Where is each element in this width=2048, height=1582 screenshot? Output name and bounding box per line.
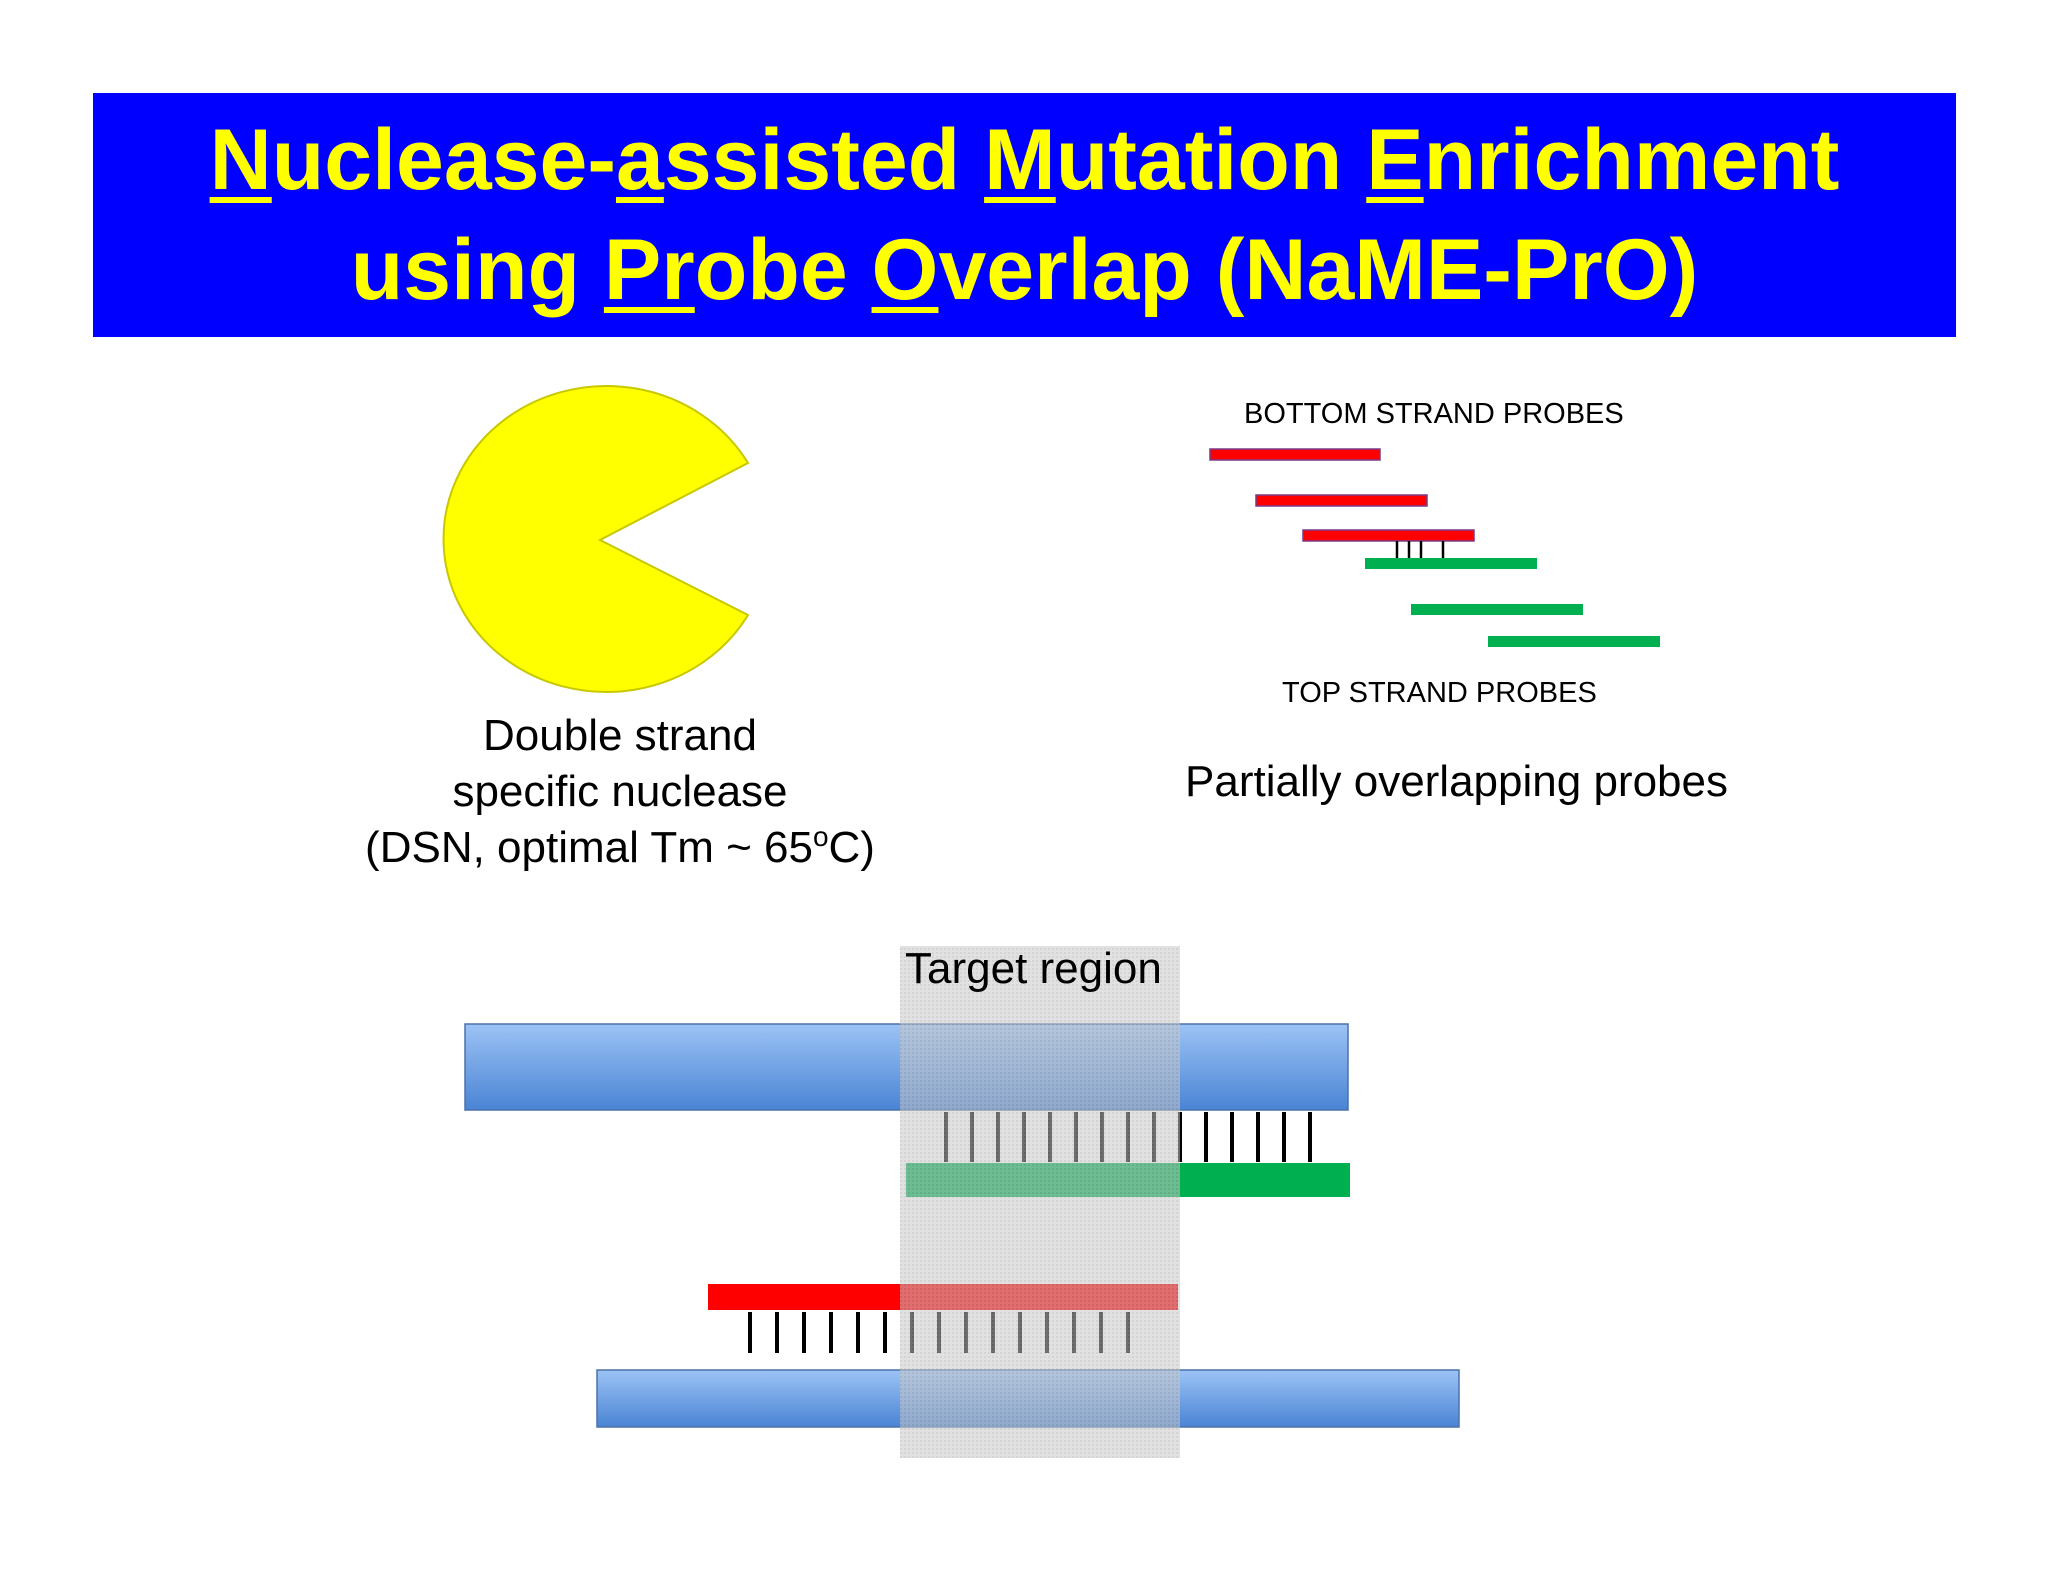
target-region-label: Target region	[905, 944, 1162, 993]
nuclease-caption-line-3-pre: (DSN, optimal Tm ~ 65	[365, 823, 813, 872]
top-probe-2	[1411, 604, 1583, 615]
title-segment: Pr	[603, 222, 695, 318]
bottom-probe-1	[1209, 448, 1381, 461]
title-line-1: Nuclease-assisted Mutation Enrichment	[210, 105, 1840, 215]
title-segment: N	[209, 112, 272, 208]
title-segment: nrichment	[1423, 112, 1840, 208]
nuclease-caption: Double strand specific nuclease (DSN, op…	[300, 708, 940, 876]
nuclease-pacman-icon	[442, 385, 750, 693]
title-segment: M	[984, 112, 1056, 208]
top-strand-probes-label: TOP STRAND PROBES	[1282, 677, 1597, 709]
bottom-probe-2	[1255, 494, 1428, 507]
target-region-box	[900, 946, 1180, 1458]
title-banner: Nuclease-assisted Mutation Enrichment us…	[93, 93, 1956, 337]
title-segment: obe	[694, 222, 872, 318]
title-segment: ssisted	[663, 112, 985, 208]
title-segment: uclease-	[271, 112, 616, 208]
probe-stack	[1209, 448, 1660, 647]
nuclease-caption-line-3: (DSN, optimal Tm ~ 65oC)	[300, 820, 940, 876]
nuclease-caption-line-3-post: C)	[828, 823, 875, 872]
probe-overlap-bonds	[1395, 541, 1445, 558]
title-segment: E	[1366, 112, 1424, 208]
nuclease-caption-line-2: specific nuclease	[452, 767, 788, 816]
title-segment: O	[871, 222, 939, 318]
title-segment: utation	[1055, 112, 1367, 208]
title-segment: using	[350, 222, 604, 318]
target-schematic	[464, 946, 1460, 1458]
top-probe-1	[1365, 558, 1537, 569]
title-line-2: using Probe Overlap (NaME-PrO)	[351, 215, 1699, 325]
title-segment: verlap (NaME-PrO)	[938, 222, 1699, 318]
title-segment: a	[615, 112, 664, 208]
bottom-probe-3	[1302, 529, 1475, 542]
bottom-strand-probes-label: BOTTOM STRAND PROBES	[1244, 398, 1624, 430]
nuclease-caption-line-1: Double strand	[483, 711, 757, 760]
top-probe-3	[1488, 636, 1660, 647]
probes-caption: Partially overlapping probes	[1185, 757, 1728, 806]
degree-superscript: o	[812, 821, 829, 852]
